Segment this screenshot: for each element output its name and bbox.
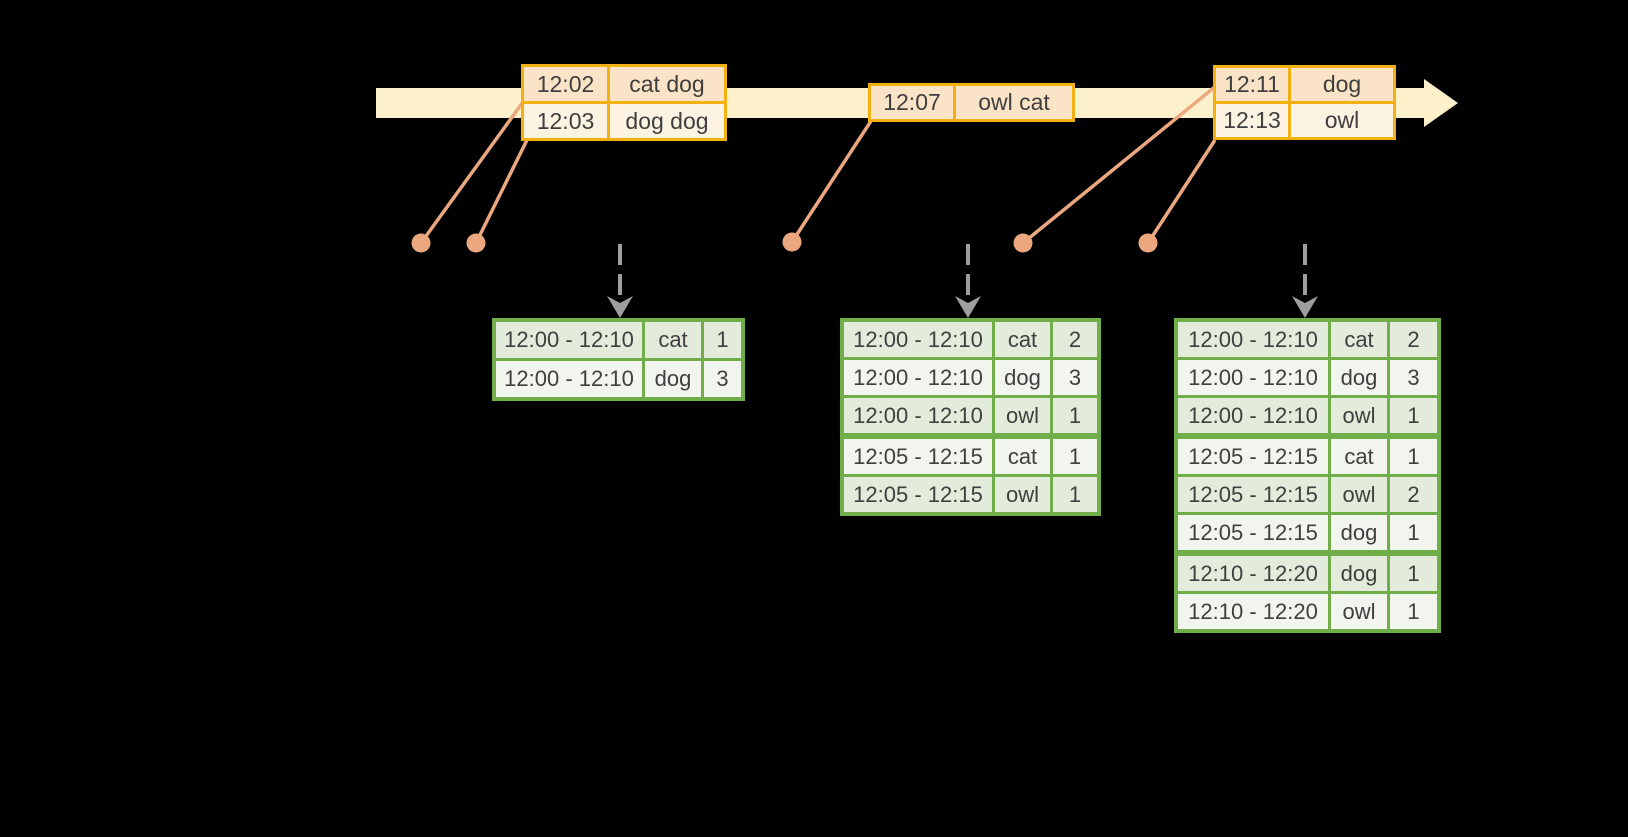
result-window-cell: 12:00 - 12:10	[1188, 326, 1318, 352]
trigger-arrowhead-icon	[1292, 296, 1318, 318]
result-window-cell: 12:10 - 12:20	[1188, 598, 1318, 624]
event-words-cell: dog dog	[607, 104, 724, 138]
input-events-table: 12:11 dog 12:13 owl	[1213, 65, 1396, 140]
input-events-table: 12:02 cat dog 12:03 dog dog	[521, 64, 727, 141]
result-count-cell: 1	[701, 322, 741, 358]
result-word-cell: dog	[1328, 515, 1387, 550]
event-dot	[782, 232, 802, 252]
result-count-cell: 3	[1387, 360, 1437, 395]
result-window-cell: 12:05 - 12:15	[853, 443, 983, 469]
result-window-cell: 12:05 - 12:15	[1188, 519, 1318, 545]
result-count-cell: 2	[1387, 477, 1437, 512]
result-window-cell: 12:00 - 12:10	[504, 327, 634, 352]
timeline-arrowhead-icon	[1424, 79, 1458, 127]
result-count-cell: 1	[1050, 477, 1097, 512]
event-row: 12:03 dog dog	[524, 101, 724, 138]
event-dot	[466, 233, 486, 253]
input-events-table: 12:07 owl cat	[868, 83, 1075, 122]
event-words-cell: owl	[1288, 104, 1393, 137]
result-word-cell: owl	[1328, 398, 1387, 433]
event-dot	[1138, 233, 1158, 253]
result-count-cell: 1	[1387, 439, 1437, 474]
event-dot	[1013, 233, 1033, 253]
result-count-cell: 1	[1050, 398, 1097, 433]
result-count-cell: 1	[1387, 556, 1437, 591]
trigger-arrowhead-icon	[607, 296, 633, 318]
connector-line	[790, 120, 873, 243]
event-row: 12:02 cat dog	[524, 67, 724, 101]
connector-line	[1146, 139, 1217, 244]
result-word-cell: dog	[1328, 556, 1387, 591]
result-window-cell: 12:05 - 12:15	[1188, 443, 1318, 469]
connector-line	[474, 139, 529, 244]
result-count-cell: 3	[701, 361, 741, 397]
result-window-cell: 12:00 - 12:10	[853, 364, 983, 390]
result-word-cell: owl	[992, 398, 1050, 433]
event-row: 12:07 owl cat	[871, 86, 1072, 119]
result-window-cell: 12:00 - 12:10	[504, 366, 634, 391]
event-row: 12:13 owl	[1216, 101, 1393, 137]
result-window-cell: 12:00 - 12:10	[853, 402, 983, 428]
result-window-cell: 12:00 - 12:10	[1188, 364, 1318, 390]
result-count-cell: 2	[1050, 322, 1097, 357]
event-time-cell: 12:02	[536, 70, 595, 97]
result-count-cell: 1	[1387, 515, 1437, 550]
result-window-cell: 12:00 - 12:10	[1188, 402, 1318, 428]
event-time-cell: 12:07	[883, 89, 941, 115]
event-words-cell: owl cat	[953, 86, 1072, 119]
result-count-cell: 2	[1387, 322, 1437, 357]
connector-line	[419, 100, 525, 245]
result-word-cell: cat	[642, 322, 701, 358]
result-count-cell: 1	[1387, 398, 1437, 433]
event-time-cell: 12:13	[1223, 107, 1281, 133]
result-word-cell: owl	[1328, 594, 1387, 629]
result-window-cell: 12:00 - 12:10	[853, 326, 983, 352]
connector-line	[1021, 84, 1218, 245]
trigger-arrowhead-icon	[955, 296, 981, 318]
event-time-cell: 12:11	[1224, 71, 1280, 97]
event-dot	[411, 233, 431, 253]
result-word-cell: cat	[992, 439, 1050, 474]
result-count-cell: 1	[1387, 594, 1437, 629]
event-words-cell: dog	[1288, 68, 1393, 101]
result-word-cell: dog	[642, 361, 701, 397]
result-word-cell: owl	[1328, 477, 1387, 512]
result-word-cell: dog	[992, 360, 1050, 395]
event-words-cell: cat dog	[607, 67, 724, 101]
result-window-cell: 12:05 - 12:15	[1188, 481, 1318, 507]
event-row: 12:11 dog	[1216, 68, 1393, 101]
result-window-cell: 12:10 - 12:20	[1188, 560, 1318, 586]
event-time-cell: 12:03	[536, 107, 595, 134]
result-word-cell: dog	[1328, 360, 1387, 395]
result-word-cell: cat	[992, 322, 1050, 357]
result-word-cell: cat	[1328, 439, 1387, 474]
result-window-cell: 12:05 - 12:15	[853, 481, 983, 507]
result-count-cell: 3	[1050, 360, 1097, 395]
result-word-cell: owl	[992, 477, 1050, 512]
result-word-cell: cat	[1328, 322, 1387, 357]
result-count-cell: 1	[1050, 439, 1097, 474]
